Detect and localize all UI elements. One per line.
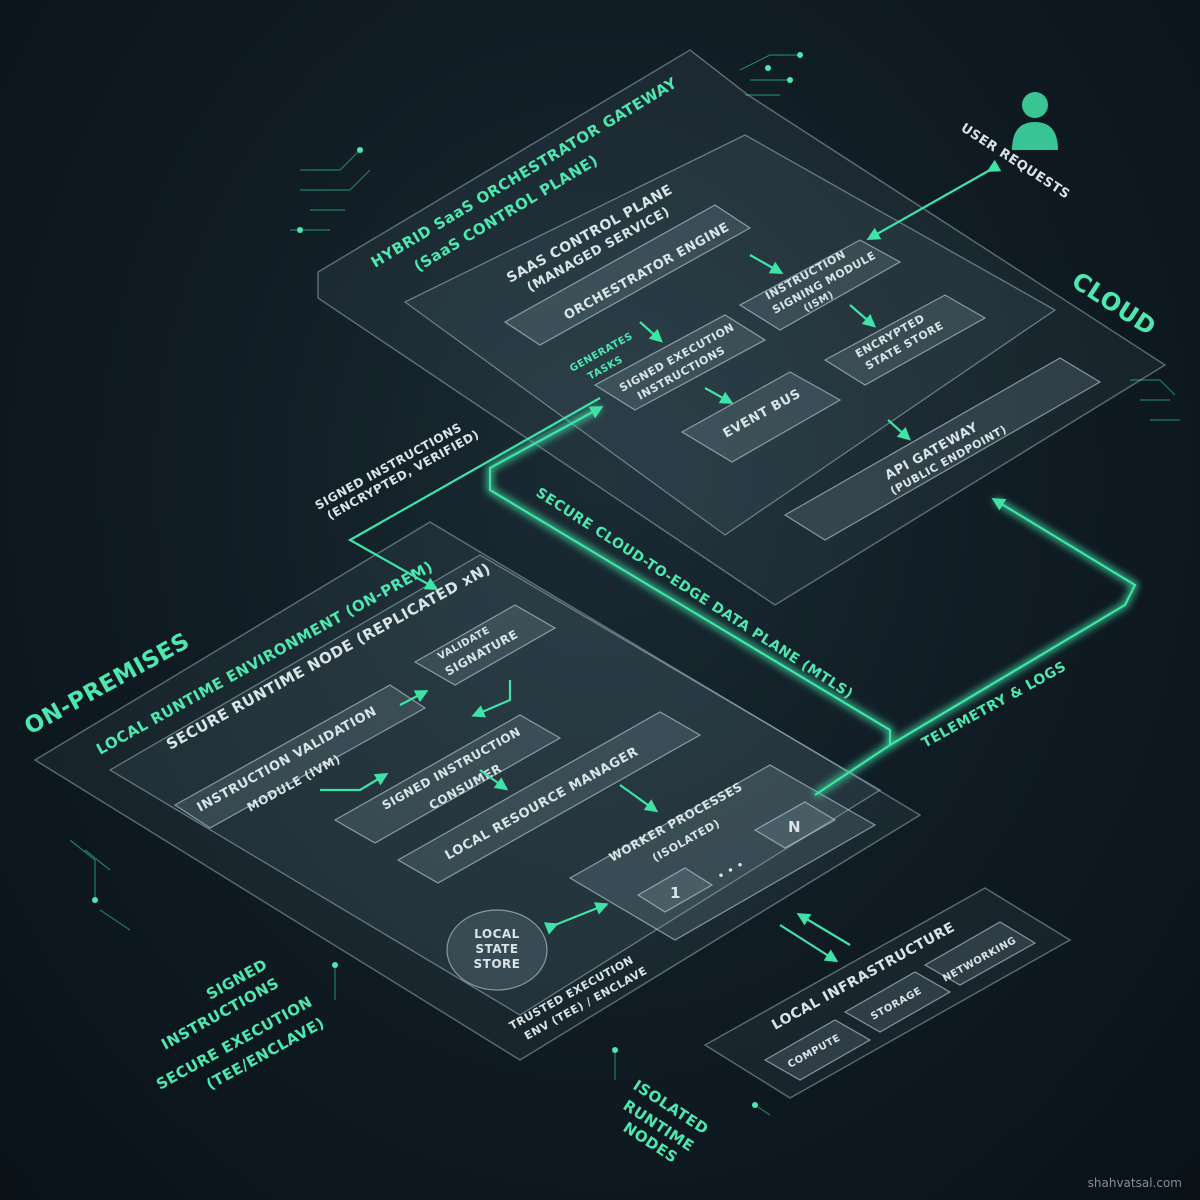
worker-processes-box[interactable] <box>568 764 877 941</box>
orchestrator-engine-box[interactable] <box>503 204 752 346</box>
storage-box[interactable] <box>843 971 952 1033</box>
worker-first-label: 1 <box>670 884 681 902</box>
api-gateway-box[interactable] <box>783 357 1102 541</box>
user-icon <box>1022 92 1048 118</box>
compute-box[interactable] <box>763 1019 872 1081</box>
networking-box[interactable] <box>923 921 1037 986</box>
worker-n-box[interactable] <box>753 801 837 849</box>
data-plane-path <box>488 406 892 796</box>
watermark: shahvatsal.com <box>1087 1176 1182 1190</box>
local-state-line-1: LOCAL <box>474 927 520 941</box>
local-state-line-3: STORE <box>474 957 521 971</box>
local-runtime-environment-panel <box>33 521 922 1061</box>
validate-signature-box[interactable] <box>413 604 557 686</box>
worker-last-label: N <box>788 818 801 836</box>
telemetry-path <box>889 497 1137 746</box>
signed-instructions-path <box>347 397 601 590</box>
signed-instructions-line-1: SIGNED INSTRUCTIONS <box>313 420 465 512</box>
signed-instruction-consumer-box[interactable] <box>333 714 562 844</box>
telemetry-label: TELEMETRY & LOGS <box>919 659 1069 752</box>
event-bus-box[interactable] <box>680 371 842 463</box>
user-requests-label: USER REQUESTS <box>958 121 1073 203</box>
local-infrastructure-panel <box>703 887 1072 1099</box>
signed-instructions-line-2: (ENCRYPTED, VERIFIED) <box>325 427 482 522</box>
circuit-traces <box>69 52 1180 1116</box>
local-state-store[interactable] <box>446 909 548 991</box>
local-infrastructure[interactable]: LOCAL INFRASTRUCTURE COMPUTE STORAGE NET… <box>703 887 1072 1099</box>
worker-1-box[interactable] <box>636 867 714 913</box>
encrypted-state-store-box[interactable] <box>823 294 987 386</box>
onprem-zone: ON-PREMISES LOCAL RUNTIME ENVIRONMENT (O… <box>20 521 922 1061</box>
local-resource-manager-box[interactable] <box>396 711 702 884</box>
signing-module-box[interactable] <box>738 239 902 331</box>
signed-execution-instructions-box[interactable] <box>593 314 767 411</box>
local-state-line-2: STATE <box>475 942 518 956</box>
ivm-box[interactable] <box>173 684 427 829</box>
